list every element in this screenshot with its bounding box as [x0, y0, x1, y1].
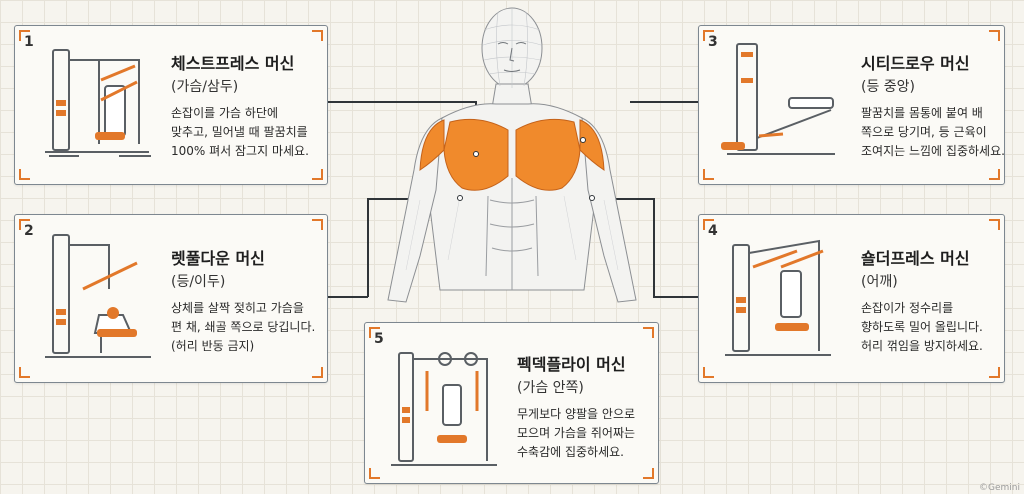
target-muscle: (어깨): [861, 274, 898, 290]
target-muscle: (등 중앙): [861, 79, 916, 95]
connector-line-4: [653, 198, 655, 297]
torso-muscle-figure: [387, 7, 637, 303]
connector-line-3: [630, 101, 698, 103]
target-muscle: (등/이두): [171, 274, 226, 290]
seated-row-machine-icon: [721, 43, 835, 155]
machine-title: 체스트프레스 머신: [171, 54, 295, 73]
card-number: 4: [708, 223, 718, 239]
machine-title: 렛풀다운 머신: [171, 249, 265, 268]
chest-press-machine-icon: [45, 49, 151, 157]
lat-pulldown-machine-icon: [45, 234, 151, 358]
pec-deck-machine-icon: [391, 352, 497, 466]
target-muscle: (가슴 안쪽): [517, 380, 584, 396]
machine-title: 펙덱플라이 머신: [517, 355, 626, 374]
card-number: 5: [374, 331, 384, 347]
connector-line-2: [326, 296, 368, 298]
target-muscle: (가슴/삼두): [171, 79, 239, 95]
machine-title: 시티드로우 머신: [861, 54, 970, 73]
connector-line-2: [367, 198, 369, 297]
card-number: 2: [24, 223, 34, 239]
connector-line-4: [592, 198, 654, 200]
connector-line-1: [326, 101, 476, 103]
card-number: 1: [24, 34, 34, 50]
connector-line-4: [653, 296, 698, 298]
machine-title: 숄더프레스 머신: [861, 249, 970, 268]
card-number: 3: [708, 34, 718, 50]
watermark: ©Gemini: [979, 483, 1020, 493]
shoulder-press-machine-icon: [725, 239, 831, 356]
